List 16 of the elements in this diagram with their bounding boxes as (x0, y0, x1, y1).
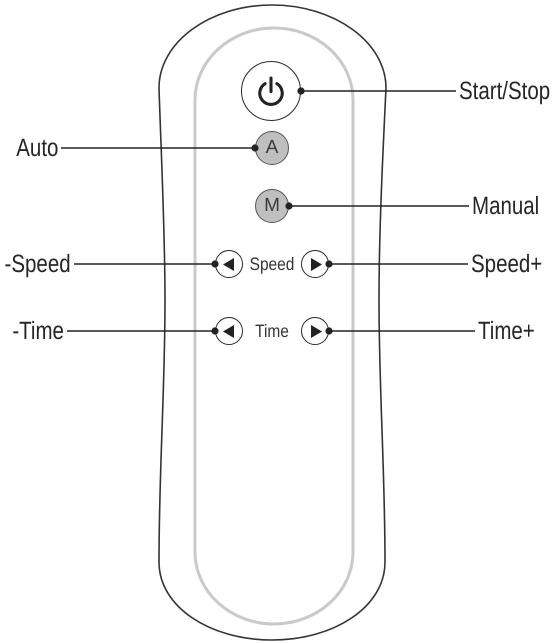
callout-label: -Speed (4, 250, 71, 278)
leader-line (67, 327, 219, 335)
leader-line (325, 327, 475, 335)
callout-label: Start/Stop (459, 77, 550, 105)
leader-line (325, 260, 468, 268)
leader-line (297, 87, 456, 95)
panel-label: Speed (250, 254, 294, 274)
leader-line (285, 202, 469, 210)
leader-line (61, 144, 259, 152)
callout-label: Time+ (478, 317, 535, 345)
leader-line (74, 260, 219, 268)
callout-label: Speed+ (471, 250, 542, 278)
callout-label: Manual (472, 192, 540, 220)
callout-label: -Time (12, 317, 64, 345)
panel-label: Time (255, 321, 289, 341)
callout-label: Auto (16, 134, 58, 162)
